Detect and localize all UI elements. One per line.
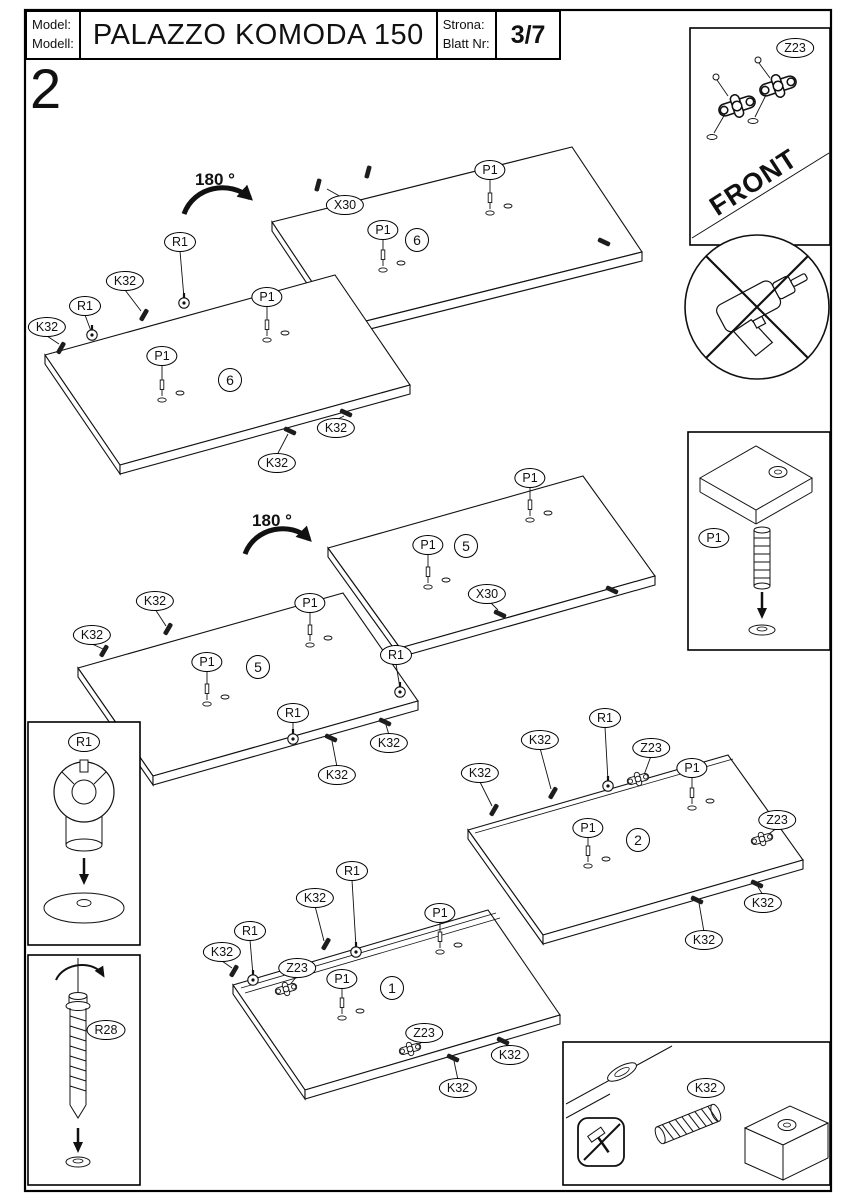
callout-x30: X30 [467,584,507,604]
callout-p1: P1 [474,160,506,180]
panel-number-6: 6 [405,228,429,252]
callout-x30: X30 [325,195,365,215]
model-label-pl: Model: [32,17,72,33]
callout-k32: K32 [460,763,500,783]
detail-label-k32: K32 [686,1078,726,1098]
callout-r1: R1 [336,861,368,881]
page-number: 3/7 [494,12,560,58]
panel-5-top [327,475,656,659]
panel-number-5: 5 [246,655,270,679]
rotation-arrow-middle [242,525,312,556]
callout-p1: P1 [676,758,708,778]
k32-block-drawing [743,1105,830,1181]
page-label-de: Blatt Nr: [442,36,490,51]
model-label-de: Modell: [32,36,74,51]
callout-z23: Z23 [405,1023,443,1043]
callout-k32: K32 [316,418,356,438]
callout-k32: K32 [202,942,242,962]
callout-p1: P1 [412,535,444,555]
rotation-label-middle: 180 ° [252,511,292,530]
callout-r1: R1 [277,703,309,723]
callout-p1: P1 [191,652,223,672]
callout-r1: R1 [234,921,266,941]
callout-p1: P1 [251,287,283,307]
callout-k32: K32 [317,765,357,785]
callout-p1: P1 [424,903,456,923]
detail-label-p1: P1 [698,528,730,548]
callout-k32: K32 [72,625,112,645]
callout-k32: K32 [105,271,145,291]
step-number: 2 [30,57,62,120]
title-block: Model: Modell: PALAZZO KOMODA 150 Strona… [25,10,562,60]
callout-p1: P1 [514,468,546,488]
no-hammer-icon [577,1117,625,1167]
callout-p1: P1 [367,220,399,240]
callout-z23: Z23 [632,738,670,758]
callout-k32: K32 [743,893,783,913]
callout-r1: R1 [69,296,101,316]
k32-dowel-drawing [654,1103,722,1145]
rotation-label-top: 180 ° [195,170,235,189]
callout-z23: Z23 [758,810,796,830]
page-label-pl: Strona: [442,17,485,33]
z23-detail-box [689,27,831,246]
panel-number-2: 2 [626,828,650,852]
panel-number-1: 1 [380,976,404,1000]
callout-k32: K32 [684,930,724,950]
p1-detail-box [687,431,831,651]
panel-number-5: 5 [454,534,478,558]
callout-p1: P1 [572,818,604,838]
rotation-arrow-top [181,184,253,216]
callout-k32: K32 [135,591,175,611]
page-title: PALAZZO KOMODA 150 [78,12,436,58]
callout-k32: K32 [490,1045,530,1065]
callout-k32: K32 [520,730,560,750]
r1-detail-box [27,721,141,946]
detail-label-z23: Z23 [776,38,814,58]
callout-r1: R1 [164,232,196,252]
callout-p1: P1 [326,969,358,989]
callout-k32: K32 [369,733,409,753]
detail-label-r1: R1 [68,732,100,752]
callout-k32: K32 [438,1078,478,1098]
k32-detail-box [562,1041,831,1186]
callout-r1: R1 [589,708,621,728]
callout-k32: K32 [257,453,297,473]
callout-r1: R1 [380,645,412,665]
callout-k32: K32 [27,317,67,337]
r28-detail-box [27,954,141,1186]
callout-p1: P1 [146,346,178,366]
detail-label-r28: R28 [86,1020,126,1040]
callout-k32: K32 [295,888,335,908]
callout-z23: Z23 [278,958,316,978]
no-drill-symbol [684,234,830,380]
panel-1 [232,909,561,1101]
panel-number-6: 6 [218,368,242,392]
callout-p1: P1 [294,593,326,613]
